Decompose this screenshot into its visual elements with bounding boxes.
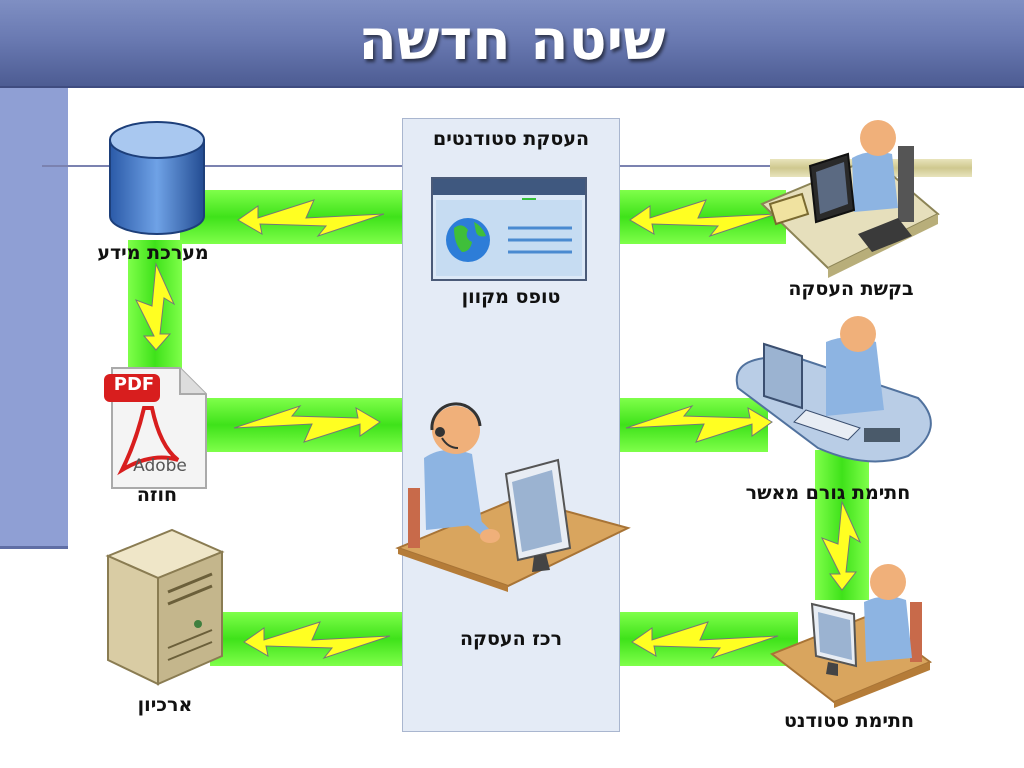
coordinator-label: רכז העסקה — [459, 628, 563, 650]
lightning-arrow-left-icon — [631, 621, 779, 660]
pdf-badge-text: PDF — [113, 374, 155, 395]
title-bar: שיטה חדשה — [0, 0, 1024, 88]
lightning-arrow-right-icon — [233, 404, 381, 443]
lightning-arrow-down-icon — [134, 262, 176, 351]
approver-signature-label: חתימת גורם מאשר — [745, 482, 911, 504]
online-form-label: טופס מקוון — [461, 286, 561, 308]
left-accent-bar — [0, 88, 68, 549]
info-system-label: מערכת מידע — [97, 242, 209, 264]
student-at-desk-icon — [769, 564, 933, 708]
database-cylinder-icon — [109, 121, 205, 235]
lightning-arrow-left-icon — [243, 621, 391, 660]
pdf-document-icon — [104, 367, 207, 489]
contract-label: חוזה — [136, 484, 178, 506]
student-signature-label: חתימת סטודנט — [784, 710, 914, 732]
lightning-arrow-down-icon — [820, 500, 862, 591]
request-label: בקשת העסקה — [788, 278, 914, 300]
panel-header: העסקת סטודנטים — [432, 128, 590, 150]
lightning-arrow-left-icon — [237, 199, 385, 238]
requester-at-desk-icon — [760, 120, 940, 278]
online-form-window-icon[interactable] — [431, 177, 588, 282]
approver-at-desk-icon — [735, 316, 932, 463]
lightning-arrow-left-icon — [629, 199, 777, 238]
archive-label: ארכיון — [137, 694, 193, 716]
server-tower-icon — [105, 528, 225, 686]
slide-title: שיטה חדשה — [358, 8, 666, 73]
coordinator-headset-person-icon — [395, 402, 631, 592]
lightning-arrow-right-icon — [625, 404, 773, 443]
adobe-text: Adobe — [133, 456, 187, 476]
